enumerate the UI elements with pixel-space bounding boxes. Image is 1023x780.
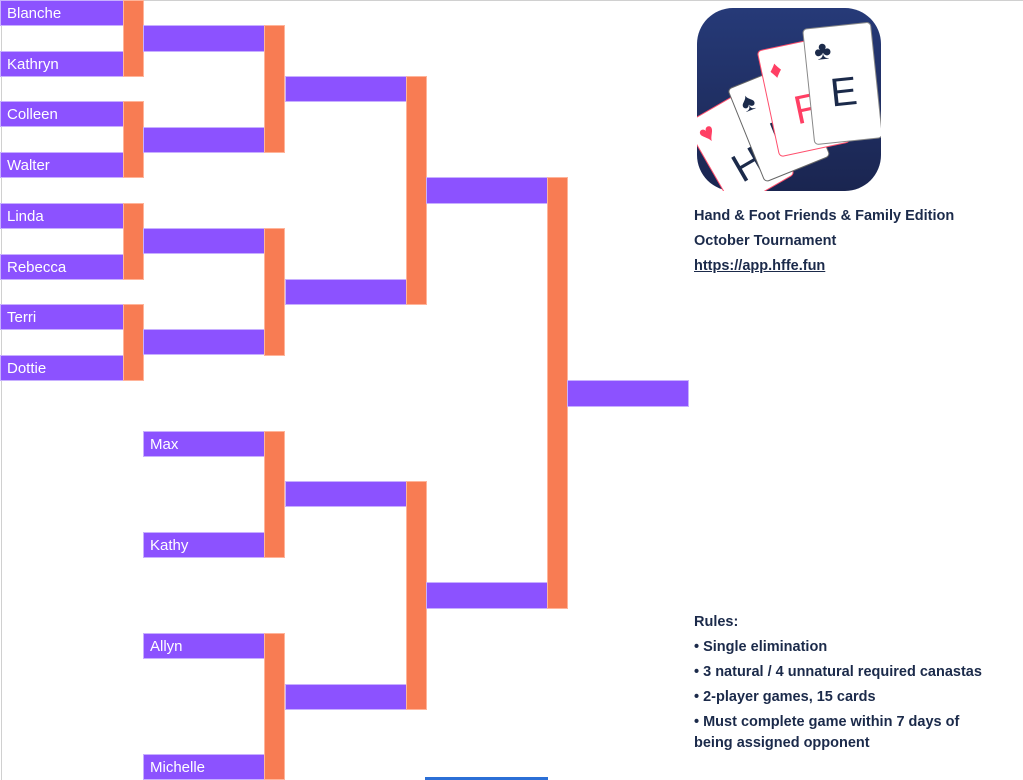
rules-heading: Rules: — [694, 614, 739, 630]
left-gridline — [1, 0, 2, 780]
bracket-connector — [123, 203, 144, 280]
player-slot[interactable]: Allyn — [143, 633, 265, 659]
app-link[interactable]: https://app.hffe.fun — [694, 258, 826, 274]
player-slot[interactable]: Kathryn — [0, 51, 124, 77]
top-gridline — [0, 0, 1023, 1]
player-slot[interactable]: Kathy — [143, 532, 265, 558]
player-slot[interactable]: Dottie — [0, 355, 124, 381]
winner-slot[interactable] — [426, 177, 548, 204]
bracket-connector — [406, 481, 427, 710]
winner-slot[interactable] — [143, 127, 265, 153]
winner-slot[interactable] — [285, 684, 407, 710]
bracket-connector — [264, 431, 285, 558]
rule-item: • Must complete game within 7 days of — [694, 714, 960, 730]
bracket-connector — [264, 633, 285, 780]
app-title: Hand & Foot Friends & Family Edition — [694, 208, 955, 224]
svg-text:♣: ♣ — [812, 34, 832, 66]
player-slot[interactable]: Linda — [0, 203, 124, 229]
player-slot[interactable]: Michelle — [143, 754, 265, 780]
bracket-connector — [264, 25, 285, 153]
bracket-connector — [123, 304, 144, 381]
winner-slot[interactable] — [285, 76, 407, 102]
winner-slot[interactable] — [285, 481, 407, 507]
winner-slot[interactable] — [426, 582, 548, 609]
rule-item: • 2-player games, 15 cards — [694, 689, 876, 705]
svg-text:♦: ♦ — [767, 56, 785, 85]
champion-slot[interactable] — [567, 380, 689, 407]
winner-slot[interactable] — [143, 329, 265, 355]
player-slot[interactable]: Terri — [0, 304, 124, 330]
bracket-connector — [123, 101, 144, 178]
bracket-connector — [264, 228, 285, 356]
player-slot[interactable]: Max — [143, 431, 265, 457]
player-slot[interactable]: Walter — [0, 152, 124, 178]
player-slot[interactable]: Rebecca — [0, 254, 124, 280]
player-slot[interactable]: Colleen — [0, 101, 124, 127]
rule-item: • Single elimination — [694, 639, 828, 655]
winner-slot[interactable] — [143, 228, 265, 254]
rule-item-continued: being assigned opponent — [694, 735, 870, 751]
winner-slot[interactable] — [285, 279, 407, 305]
svg-text:E: E — [828, 69, 859, 116]
winner-slot[interactable] — [143, 25, 265, 52]
selected-cell-border — [425, 777, 548, 780]
player-slot[interactable]: Blanche — [0, 0, 124, 26]
bracket-connector — [547, 177, 568, 609]
hffe-logo-icon: ♥H ♠F ♦F ♣E — [697, 8, 881, 191]
rule-item: • 3 natural / 4 unnatural required canas… — [694, 664, 982, 680]
tournament-name: October Tournament — [694, 233, 837, 249]
bracket-connector — [123, 0, 144, 77]
bracket-connector — [406, 76, 427, 305]
